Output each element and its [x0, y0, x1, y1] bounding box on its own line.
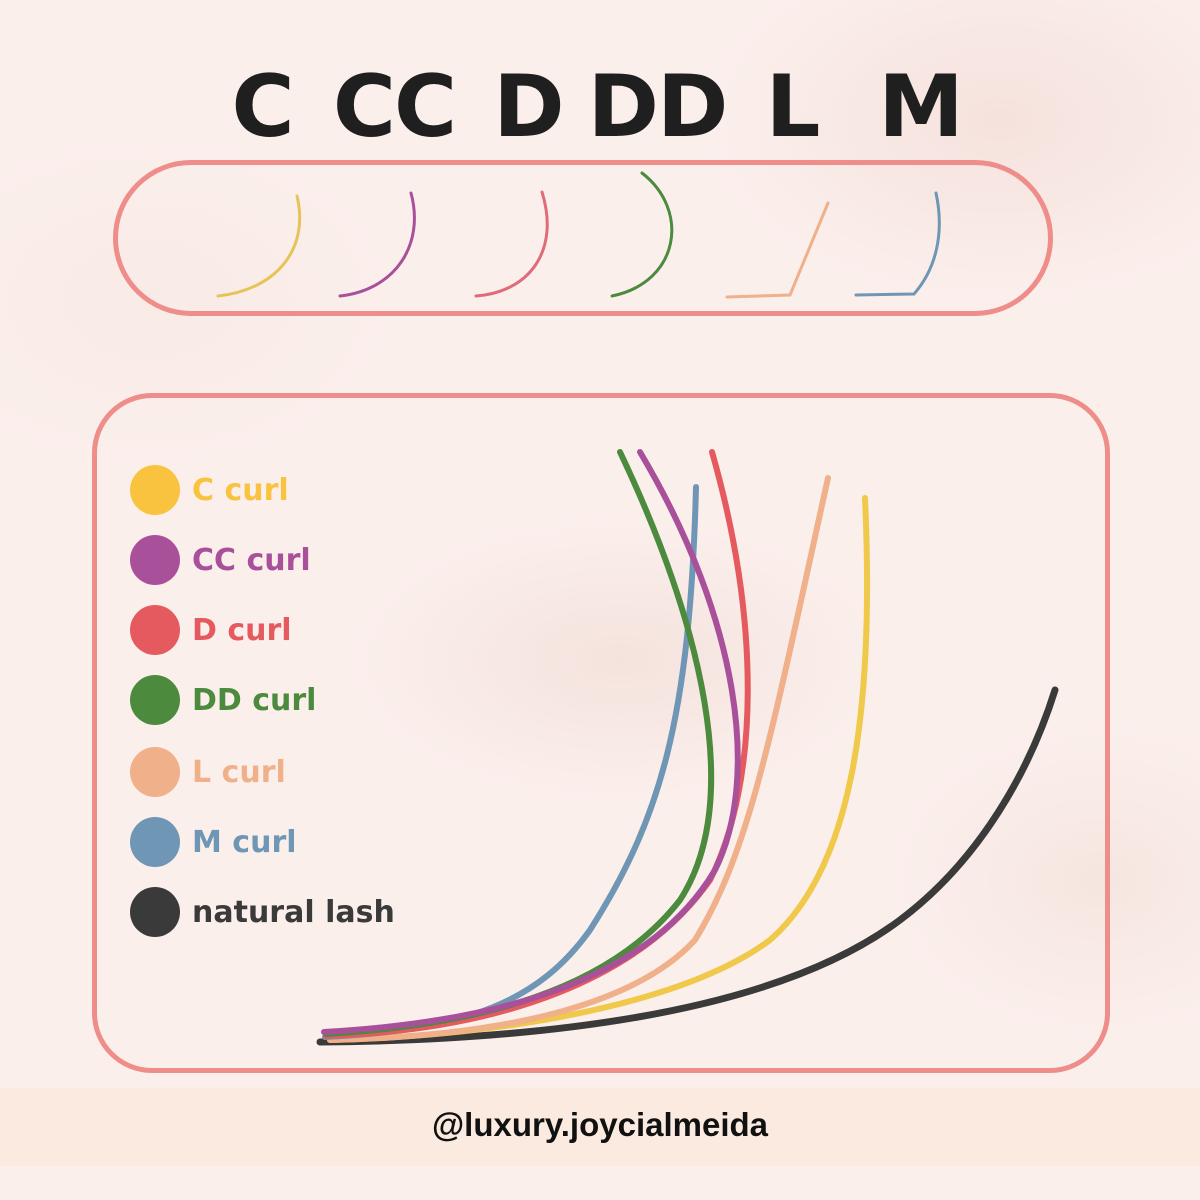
legend-dot — [130, 605, 180, 655]
footer-handle: @luxury.joycialmeida — [431, 1106, 769, 1143]
legend-dot — [130, 465, 180, 515]
legend-item-natural: natural lash — [130, 887, 395, 937]
legend-dot — [130, 817, 180, 867]
cc-curl-curve — [321, 449, 741, 1035]
curl-comparison-panel — [92, 393, 1110, 1073]
curl-letter-d: D — [493, 57, 564, 157]
legend-item-m: M curl — [130, 817, 297, 867]
c-curl-sample — [216, 194, 302, 298]
dd-curl-sample — [610, 171, 674, 298]
legend-item-dd: DD curl — [130, 675, 316, 725]
legend-label: CC curl — [192, 542, 311, 578]
c-curl-curve — [327, 495, 871, 1043]
curl-letter-dd: DD — [587, 57, 729, 157]
legend-dot — [130, 675, 180, 725]
legend-label: natural lash — [192, 894, 395, 930]
legend-item-l: L curl — [130, 747, 286, 797]
curl-shapes-panel — [113, 160, 1053, 316]
legend-label: D curl — [192, 612, 292, 648]
legend-item-d: D curl — [130, 605, 292, 655]
l-curl-curve — [327, 475, 831, 1043]
curl-letter-c: C — [231, 57, 294, 157]
legend-item-c: C curl — [130, 465, 289, 515]
d-curl-sample — [474, 190, 549, 298]
legend-label: M curl — [192, 824, 297, 860]
m-curl-sample — [854, 191, 941, 297]
legend-dot — [130, 747, 180, 797]
m-curl-curve — [322, 484, 699, 1040]
legend-label: C curl — [192, 472, 289, 508]
curl-type-letters: C CC D DD L M — [0, 62, 1200, 152]
legend-label: L curl — [192, 754, 286, 790]
legend-label: DD curl — [192, 682, 317, 718]
curl-letter-cc: CC — [332, 57, 457, 157]
cc-curl-sample — [338, 191, 416, 298]
legend-dot — [130, 887, 180, 937]
natural-lash-curve — [316, 686, 1059, 1046]
legend-dot — [130, 535, 180, 585]
curl-letter-l: L — [765, 57, 821, 157]
footer-band — [0, 1088, 1200, 1166]
legend-item-cc: CC curl — [130, 535, 311, 585]
curl-letter-m: M — [878, 57, 964, 157]
dd-curl-curve — [323, 449, 715, 1037]
l-curl-sample — [725, 201, 830, 299]
